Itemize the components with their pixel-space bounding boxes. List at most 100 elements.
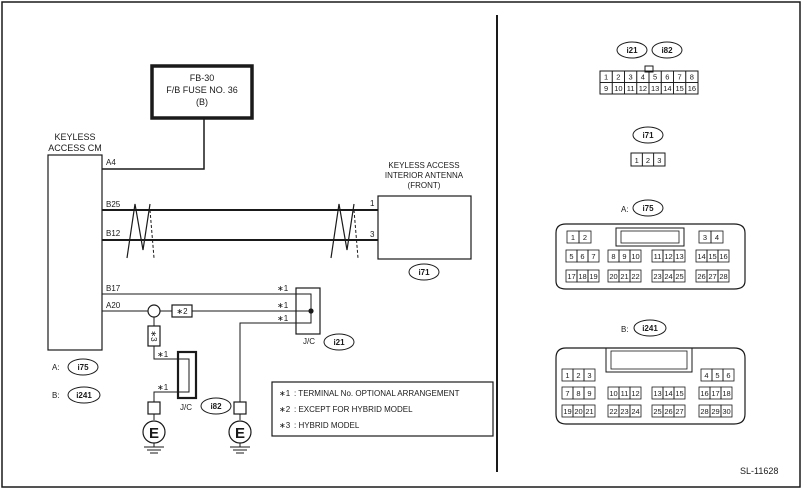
- connector-28pin-pin-21: 21: [620, 272, 628, 281]
- connector-30pin-pin-21-cell: [583, 404, 596, 418]
- connector-3pin-pin-3-cell: [653, 152, 666, 167]
- connector-30pin-pin-27-cell: [673, 404, 686, 418]
- connector-28pin-pin-23: 23: [653, 272, 661, 281]
- jc-star1-middle: ∗1: [277, 301, 289, 310]
- connector-i75-prefix: A:: [621, 205, 629, 214]
- connector-i71-tag-ellipse: [632, 126, 664, 144]
- connector-i75-tag: i75: [642, 204, 654, 213]
- connector-30pin-pin-23: 23: [620, 407, 628, 416]
- antenna-label-line3: (FRONT): [408, 181, 441, 190]
- connector-30pin-pin-14: 14: [664, 389, 672, 398]
- connector-30pin-pin-15-cell: [673, 386, 686, 400]
- connector-16pin-pin-14: 14: [663, 84, 671, 93]
- connector-28pin-pin-27: 27: [708, 272, 716, 281]
- jc-left-star1-top: ∗1: [157, 350, 169, 359]
- terminal-b25: B25: [106, 200, 121, 209]
- connector-30pin-pin-28: 28: [700, 407, 708, 416]
- antenna-box: [377, 195, 472, 260]
- connector-28pin-pin-10-cell: [629, 249, 642, 263]
- connector-28pin-pin-18: 18: [578, 272, 586, 281]
- connector-i71-tag: i71: [642, 131, 654, 140]
- connector-30pin-pin-22: 22: [609, 407, 617, 416]
- jc-right-connector-ellipse: [323, 333, 355, 351]
- connector-28pin-pin-10: 10: [631, 252, 639, 261]
- connector-30pin-pin-3-cell: [583, 368, 596, 382]
- jc-star1-bottom: ∗1: [277, 314, 289, 323]
- wire-jc-ground: [239, 322, 296, 402]
- cm-connector-b-ellipse: [67, 386, 101, 404]
- twist-symbol-left: [126, 203, 151, 259]
- connector-i21-tag-ellipse: [616, 41, 648, 59]
- connector-30pin-pin-9-cell: [583, 386, 596, 400]
- connector-30pin-pin-18: 18: [722, 389, 730, 398]
- jc-left-box: [176, 350, 198, 400]
- connector-16pin-pin-3: 3: [629, 73, 633, 82]
- fuse-number: F/B FUSE NO. 36: [166, 85, 238, 95]
- fuse-box: [150, 64, 254, 120]
- twist-dash-right: [353, 209, 359, 259]
- connector-16pin-pin-4: 4: [641, 73, 645, 82]
- jc-left-bus: [178, 358, 190, 393]
- connector-28pin-pin-7-cell: [587, 249, 600, 263]
- connector-28pin-pin-8: 8: [611, 252, 615, 261]
- jc-star1-top: ∗1: [277, 284, 289, 293]
- connector-i21-tag: i21: [626, 46, 638, 55]
- connector-30pin-pin-24-cell: [629, 404, 642, 418]
- connector-16pin-pin-10: 10: [614, 84, 622, 93]
- connector-30pin-pin-17: 17: [711, 389, 719, 398]
- cm-connector-a-prefix: A:: [52, 363, 60, 372]
- note-1-mark: ∗1: [279, 389, 291, 398]
- connector-30pin-pin-19: 19: [563, 407, 571, 416]
- connector-i75-tag-ellipse: [632, 199, 664, 217]
- connector-28pin-pin-19-cell: [587, 269, 600, 283]
- star3-label: ∗3: [149, 330, 158, 342]
- connector-28pin-pin-5: 5: [569, 252, 573, 261]
- note-2-mark: ∗2: [279, 405, 291, 414]
- connector-3pin-pin-1: 1: [635, 156, 639, 165]
- antenna-connector-code: i71: [418, 268, 430, 277]
- connector-16pin-pin-12: 12: [639, 84, 647, 93]
- connector-28pin-pin-13-cell: [673, 249, 686, 263]
- connector-16pin-pin-15: 15: [675, 84, 683, 93]
- connector-28pin-pin-14: 14: [697, 252, 705, 261]
- connector-30pin-pin-26: 26: [664, 407, 672, 416]
- cm-connector-b-code: i241: [76, 391, 92, 400]
- connector-28pin-pin-25-cell: [673, 269, 686, 283]
- connector-28pin-pin-2-cell: [578, 230, 592, 244]
- connector-3pin-pin-3: 3: [657, 156, 661, 165]
- connector-30pin-pin-13: 13: [653, 389, 661, 398]
- connector-16pin-pin-16-cell: [685, 82, 699, 95]
- connector-28pin-pin-9: 9: [622, 252, 626, 261]
- connector-28pin-pin-12: 12: [664, 252, 672, 261]
- connector-30pin-pin-20: 20: [574, 407, 582, 416]
- connector-i241-prefix: B:: [621, 325, 629, 334]
- connector-28pin-pin-2: 2: [583, 233, 587, 242]
- jc-right-splice-dot: [308, 308, 314, 314]
- ground-symbol-left: [142, 401, 166, 454]
- connector-30pin-pin-29: 29: [711, 407, 719, 416]
- fuse-rating: (B): [196, 97, 208, 107]
- connector-28pin-latch: [615, 227, 685, 247]
- antenna-terminal-1: 1: [370, 199, 375, 208]
- connector-28pin-latch-inner: [620, 230, 680, 244]
- twist-symbol-right: [330, 203, 355, 259]
- connector-16pin-pin-13: 13: [651, 84, 659, 93]
- connector-30pin-pin-30: 30: [722, 407, 730, 416]
- star2-label: ∗2: [176, 307, 188, 316]
- connector-30pin-pin-2: 2: [576, 371, 580, 380]
- connector-30pin-pin-6: 6: [726, 371, 730, 380]
- connector-28pin-pin-28-cell: [717, 269, 730, 283]
- connector-30pin-pin-9: 9: [587, 389, 591, 398]
- wire-jc-left-ground: [153, 391, 178, 402]
- connector-30pin-pin-3: 3: [587, 371, 591, 380]
- connector-16pin-pin-11: 11: [627, 84, 635, 93]
- connector-30pin-latch-inner: [610, 350, 688, 370]
- cm-connector-a-ellipse: [67, 358, 99, 376]
- notes-legend-box: [271, 381, 494, 437]
- twist-dash-left: [149, 209, 155, 259]
